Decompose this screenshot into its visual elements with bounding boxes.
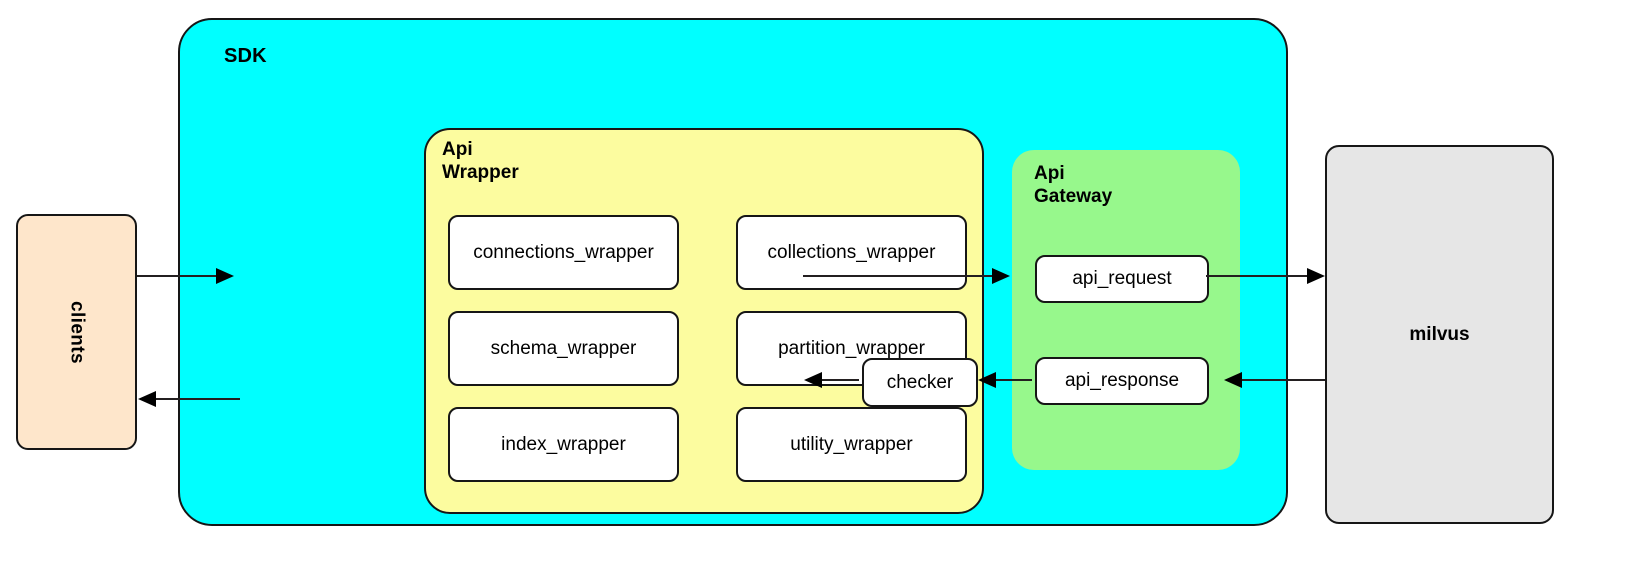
milvus-label: milvus	[1409, 323, 1470, 345]
api-wrapper-container[interactable]: Api Wrapper connections_wrapper collecti…	[424, 128, 984, 514]
api-response-label: api_response	[1064, 370, 1180, 391]
module-index-wrapper[interactable]: index_wrapper	[448, 407, 679, 482]
module-label: index_wrapper	[501, 433, 626, 455]
module-utility-wrapper[interactable]: utility_wrapper	[736, 407, 967, 482]
api-wrapper-label: Api Wrapper	[442, 139, 519, 184]
module-label: connections_wrapper	[473, 241, 654, 263]
checker-node[interactable]: checker	[862, 358, 978, 407]
module-label: schema_wrapper	[490, 337, 637, 359]
checker-label: checker	[886, 371, 954, 393]
module-label: utility_wrapper	[790, 433, 913, 455]
clients-node[interactable]: clients	[16, 214, 137, 450]
milvus-node[interactable]: milvus	[1325, 145, 1554, 524]
api-gateway-container[interactable]: Api Gateway api_request api_response	[1012, 150, 1240, 470]
module-collections-wrapper[interactable]: collections_wrapper	[736, 215, 967, 290]
module-label: collections_wrapper	[767, 241, 936, 263]
sdk-container[interactable]: SDK Api Wrapper connections_wrapper coll…	[178, 18, 1288, 526]
module-partition-wrapper[interactable]: partition_wrapper	[736, 311, 967, 386]
api-request-label: api_request	[1072, 268, 1172, 289]
api-response-node[interactable]: api_response	[1035, 357, 1209, 405]
module-schema-wrapper[interactable]: schema_wrapper	[448, 311, 679, 386]
api-gateway-label: Api Gateway	[1034, 163, 1113, 208]
api-request-node[interactable]: api_request	[1035, 255, 1209, 303]
sdk-label: SDK	[224, 45, 267, 67]
module-label: partition_wrapper	[778, 337, 925, 359]
module-connections-wrapper[interactable]: connections_wrapper	[448, 215, 679, 290]
clients-label: clients	[66, 300, 88, 364]
